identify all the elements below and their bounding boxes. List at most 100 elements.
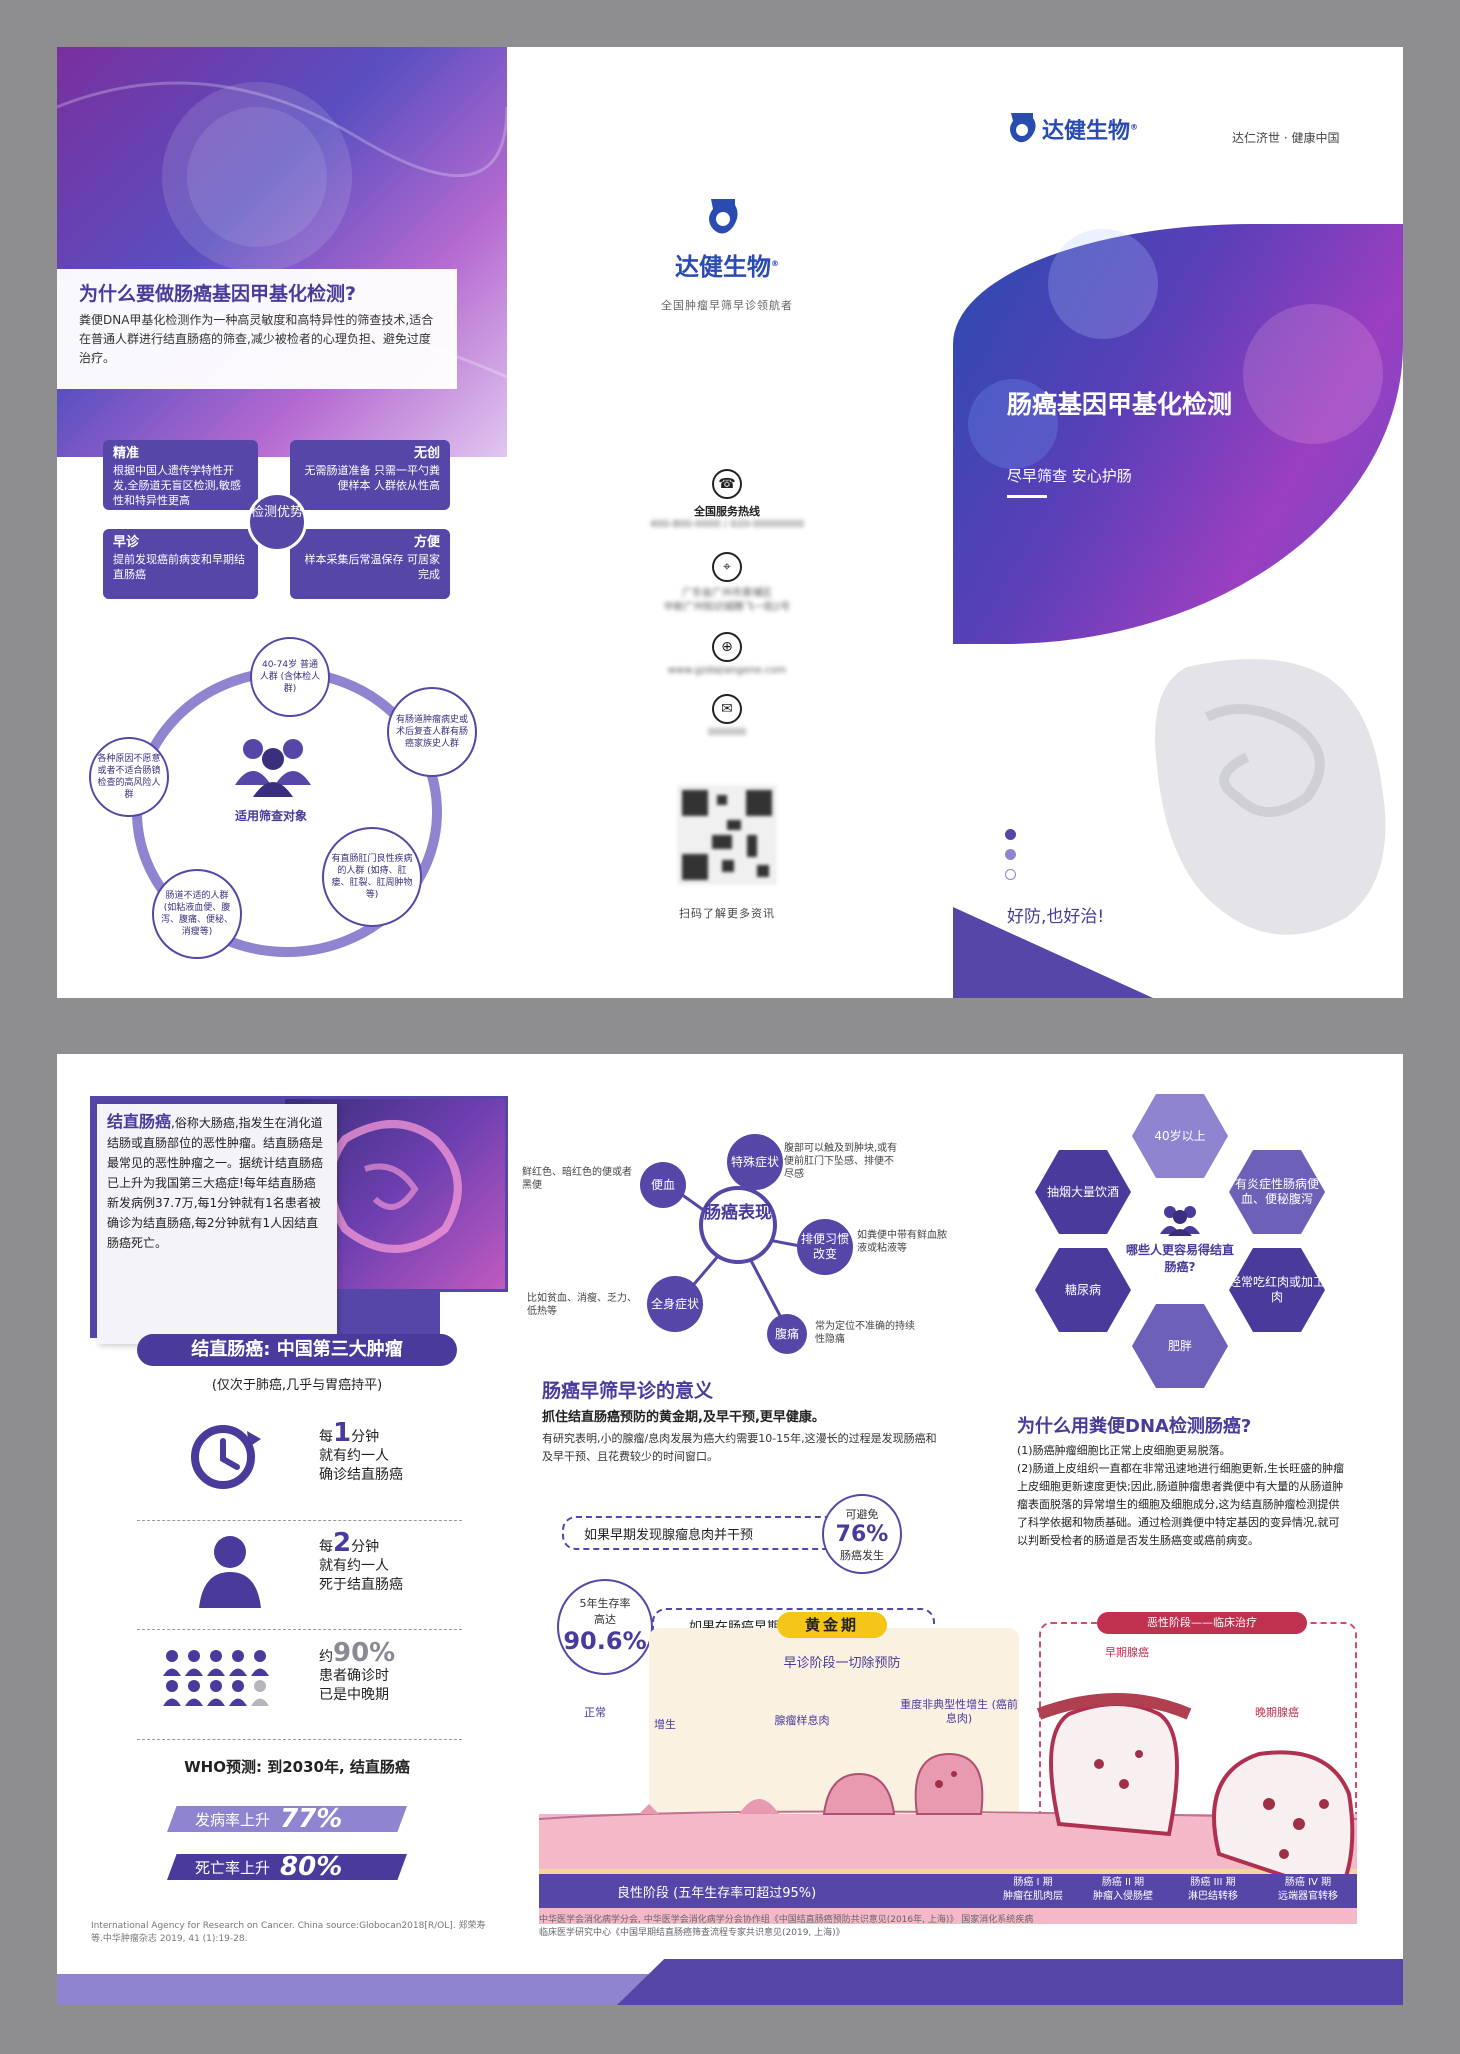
- advantage-card: 方便样本采集后常温保存 可居家完成: [290, 529, 450, 599]
- brochure-outside: 为什么要做肠癌基因甲基化检测? 粪便DNA甲基化检测作为一种高灵敏度和高特异性的…: [57, 47, 1403, 998]
- stage-references: 中华医学会消化病学分会, 中华医学会消化病学分会协作组《中国结直肠癌预防共识意见…: [539, 1915, 1034, 1938]
- who-forecast: WHO预测: 到2030年, 结直肠癌: [184, 1758, 410, 1776]
- divider: [137, 1739, 462, 1740]
- brochure-inside: 结直肠癌,俗称大肠癌,指发生在消化道结肠或直肠部位的恶性肿瘤。结直肠癌是最常见的…: [57, 1054, 1403, 2005]
- website: www.gzdajiangene.com: [667, 665, 787, 676]
- target-bubble: 各种原因不愿意或者不适合肠镜检查的高风险人群: [89, 737, 169, 817]
- stage-label: 腺瘤样息肉: [774, 1714, 830, 1727]
- early-detect-box: 如果早期发现腺瘤息肉并干预: [562, 1516, 852, 1550]
- why-title: 为什么要做肠癌基因甲基化检测?: [79, 283, 357, 305]
- target-bubble: 有直肠肛门良性疾病的人群 (如痔、肛瘘、肛裂、肛周肿物等): [322, 827, 422, 927]
- avoid-stat-circle: 可避免 76% 肠癌发生: [822, 1494, 902, 1574]
- advantage-card: 早诊提前发现癌前病变和早期结直肠癌: [103, 529, 258, 599]
- benign-label: 良性阶段 (五年生存率可超过95%): [617, 1886, 817, 1901]
- stage-label: 增生: [654, 1718, 676, 1731]
- symptom-note: 比如贫血、消瘦、乏力、低热等: [527, 1293, 637, 1317]
- stat-item: 约90% 患者确诊时已是中晚期: [319, 1638, 396, 1703]
- symptom-center: 肠癌表现: [699, 1186, 777, 1264]
- cover-title: 肠癌基因甲基化检测: [1007, 390, 1233, 419]
- email: 000000: [707, 727, 747, 738]
- stat-item: 每1分钟 就有约一人确诊结直肠癌: [319, 1418, 403, 1483]
- people-grid-icon: [163, 1650, 269, 1706]
- qr-code: [677, 785, 777, 885]
- cover-subtitle: 尽早筛查 安心护肠: [1007, 467, 1132, 485]
- location-icon: ⌖: [712, 552, 742, 582]
- target-label: 适用筛查对象: [235, 809, 308, 823]
- intro-box: 结直肠癌,俗称大肠癌,指发生在消化道结肠或直肠部位的恶性肿瘤。结直肠癌是最常见的…: [97, 1104, 337, 1344]
- person-icon: [199, 1536, 261, 1608]
- symptom-bubble: 排便习惯改变: [797, 1219, 853, 1275]
- hotline-label: 全国服务热线: [694, 505, 760, 518]
- symptom-bubble: 特殊症状: [727, 1134, 783, 1190]
- divider: [137, 1520, 462, 1521]
- stage-bottom-bar: [539, 1874, 1357, 1908]
- why-body: 粪便DNA甲基化检测作为一种高灵敏度和高特异性的筛查技术,适合在普通人群进行结直…: [79, 313, 434, 365]
- risk-hex: 肥胖: [1132, 1304, 1228, 1388]
- symptom-bubble: 腹痛: [767, 1314, 807, 1354]
- meaning-bold: 抓住结直肠癌预防的黄金期,及早干预,更早健康。: [542, 1410, 825, 1425]
- page-dot: [1005, 829, 1016, 840]
- golden-sub: 早诊阶段一切除预防: [783, 1656, 901, 1671]
- target-bubble: 40-74岁 普通人群 (含体检人群): [250, 637, 330, 717]
- golden-tag: 黄金期: [777, 1612, 887, 1638]
- stats-banner: 结直肠癌: 中国第三大肿瘤: [137, 1334, 457, 1366]
- stage-label: 晚期腺癌: [1255, 1706, 1299, 1719]
- address: 广东省广州市黄埔区中新广州知识城腾飞一街2号: [663, 588, 791, 613]
- brand-slogan: 全国肿瘤早筛早诊领航者: [661, 299, 793, 312]
- advantage-card: 精准根据中国人遗传学特性开发,全肠道无盲区检测,敏感性和特异性更高: [103, 440, 258, 510]
- brand-name: 达健生物®: [675, 253, 779, 281]
- page-dot: [1005, 849, 1016, 860]
- footer-band-dark: [617, 1959, 1403, 2005]
- advantage-center-badge: 检测优势: [247, 492, 307, 552]
- risk-hex: 40岁以上: [1132, 1094, 1228, 1178]
- target-bubble: 肠道不适的人群 (如粘液血便、腹泻、腹痛、便秘、消瘦等): [152, 869, 242, 959]
- phase-label: 肠癌 III 期淋巴结转移: [1188, 1877, 1238, 1902]
- symptom-note: 常为定位不准确的持续性隐痛: [815, 1321, 915, 1345]
- dna-p1: (1)肠癌肿瘤细胞比正常上皮细胞更易脱落。: [1017, 1444, 1231, 1457]
- hotline-number: 400-800-0000 / 020-00000000: [649, 519, 805, 530]
- dna-p2: (2)肠道上皮组织一直都在非常迅速地进行细胞更新,生长旺盛的肿瘤上皮细胞更新速度…: [1017, 1462, 1345, 1547]
- intestine-illustration: [1155, 659, 1386, 935]
- why-box: 为什么要做肠癌基因甲基化检测? 粪便DNA甲基化检测作为一种高灵敏度和高特异性的…: [57, 269, 457, 389]
- stat-item: 每2分钟 就有约一人死于结直肠癌: [319, 1528, 403, 1593]
- meaning-title: 肠癌早筛早诊的意义: [542, 1380, 714, 1402]
- people-group-icon: [1160, 1206, 1200, 1236]
- phase-label: 肠癌 IV 期远端器官转移: [1278, 1877, 1338, 1902]
- brand-logo-icon: [1010, 113, 1036, 143]
- phase-label: 肠癌 I 期肿瘤在肌肉层: [1003, 1877, 1063, 1902]
- cover-tagline: 达仁济世 · 健康中国: [1232, 131, 1340, 145]
- divider: [137, 1629, 462, 1630]
- dna-title: 为什么用粪便DNA检测肠癌?: [1017, 1416, 1252, 1437]
- target-bubble: 有肠道肿瘤病史或术后复查人群有肠癌家族史人群: [387, 687, 477, 777]
- risk-hex: 有炎症性肠病便血、便秘腹泻: [1229, 1150, 1325, 1234]
- risk-hex: 抽烟大量饮酒: [1035, 1150, 1131, 1234]
- symptom-note: 腹部可以触及到肿块,或有便前肛门下坠感、排便不尽感: [784, 1143, 898, 1180]
- mail-icon: ✉: [712, 694, 742, 724]
- survival-stat-circle: 5年生存率高达 90.6%: [557, 1579, 653, 1675]
- subtitle-underline: [1007, 495, 1047, 498]
- risk-hex: 糖尿病: [1035, 1248, 1131, 1332]
- stage-label: 早期腺癌: [1105, 1646, 1149, 1659]
- clock-icon: [191, 1425, 261, 1489]
- malignant-tag: 恶性阶段——临床治疗: [1097, 1612, 1307, 1634]
- intro-text: 结直肠癌,俗称大肠癌,指发生在消化道结肠或直肠部位的恶性肿瘤。结直肠癌是最常见的…: [107, 1112, 324, 1250]
- brand-logo-icon: [709, 199, 738, 234]
- cover-hero-image: [953, 224, 1403, 644]
- phone-icon: ☎: [712, 469, 742, 499]
- cover-bottom-text: 好防,也好治!: [1007, 907, 1105, 927]
- qr-caption: 扫码了解更多资讯: [679, 907, 775, 920]
- page-dot: [1005, 869, 1016, 880]
- cover-brand-name: 达健生物®: [1042, 119, 1139, 144]
- symptom-bubble: 便血: [640, 1162, 686, 1208]
- globe-icon: ⊕: [712, 632, 742, 662]
- stats-sub: (仅次于肺癌,几乎与胃癌持平): [211, 1378, 383, 1393]
- symptom-note: 如粪便中带有鲜血脓液或粘液等: [857, 1230, 947, 1254]
- symptom-note: 鲜红色、暗红色的便或者黑便: [522, 1167, 632, 1191]
- stage-label: 重度非典型性增生 (癌前息肉): [900, 1698, 1018, 1725]
- risk-hex: 经常吃红肉或加工肉: [1229, 1248, 1325, 1332]
- stage-label: 正常: [584, 1706, 606, 1719]
- meaning-text: 有研究表明,小的腺瘤/息肉发展为癌大约需要10-15年,这漫长的过程是发现肠癌和…: [542, 1432, 937, 1463]
- phase-label: 肠癌 II 期肿瘤入侵肠壁: [1093, 1877, 1153, 1902]
- risk-center: 哪些人更容易得结直肠癌?: [1125, 1243, 1234, 1274]
